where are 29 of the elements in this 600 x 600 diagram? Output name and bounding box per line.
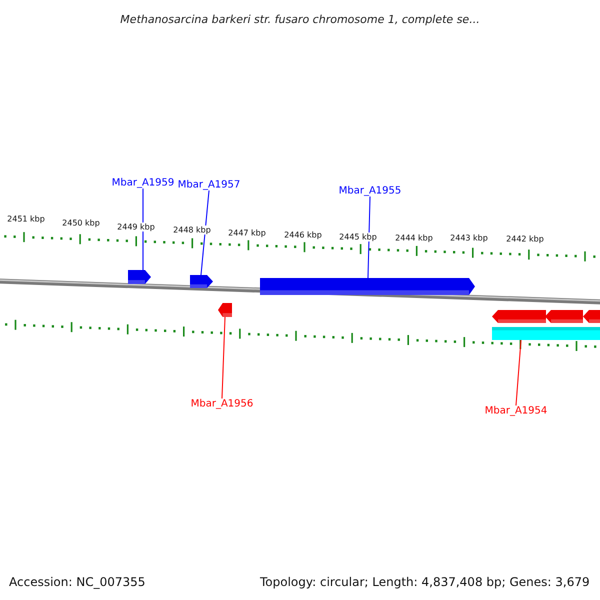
scale-label: 2449 kbp <box>117 222 155 232</box>
scale-label: 2450 kbp <box>62 218 100 228</box>
gene-label: Mbar_A1959 <box>112 178 174 188</box>
leader-line <box>200 190 210 276</box>
leader-line <box>222 316 226 399</box>
gene-label: Mbar_A1957 <box>178 180 240 190</box>
accession-text: Accession: NC_007355 <box>9 575 146 589</box>
scale-label: 2445 kbp <box>339 232 377 242</box>
leader-line <box>516 340 522 406</box>
leader-line <box>368 196 370 278</box>
scale-label: 2447 kbp <box>228 228 266 238</box>
chart-title: Methanosarcina barkeri str. fusaro chromosome 1, complete se... <box>120 13 480 26</box>
scale-label: 2446 kbp <box>284 230 322 240</box>
leader-line <box>142 188 144 270</box>
gene-label: Mbar_A1956 <box>190 398 254 410</box>
gene-feature <box>128 270 151 284</box>
feature-bar <box>492 327 600 340</box>
scale-label: 2444 kbp <box>395 234 433 242</box>
scale-label: 2448 kbp <box>173 226 211 234</box>
scale-label: 2443 kbp <box>450 234 488 242</box>
gene-feature <box>492 310 546 323</box>
gene-label: Mbar_A1954 <box>484 406 548 416</box>
gene-feature <box>218 303 232 317</box>
scale-label: 2442 kbp <box>506 234 544 244</box>
gene-feature <box>190 275 213 288</box>
genome-summary-text: Topology: circular; Length: 4,837,408 bp; Genes: 3,679 <box>260 575 590 589</box>
gene-feature <box>260 278 475 295</box>
scale-label: 2451 kbp <box>7 214 45 224</box>
gene-label: Mbar_A1955 <box>338 186 402 196</box>
